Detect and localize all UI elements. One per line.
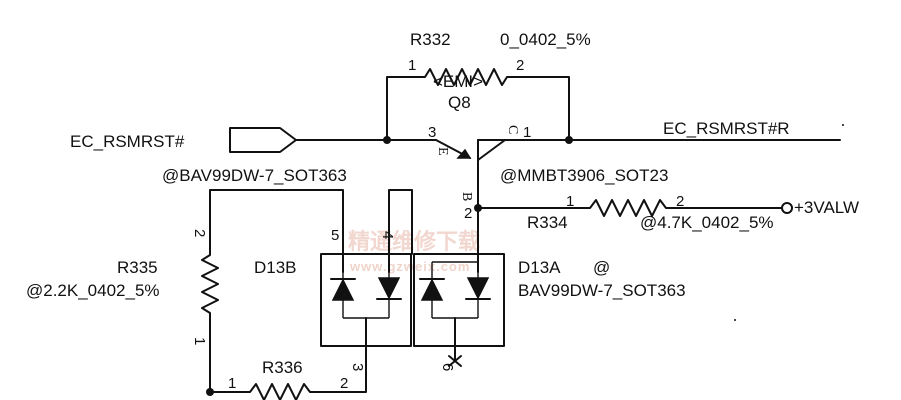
d13a-part: BAV99DW-7_SOT363 <box>518 281 686 300</box>
q8-pin1: 1 <box>523 124 531 141</box>
d13a-package <box>413 253 505 347</box>
d13b-part: @BAV99DW-7_SOT363 <box>162 166 347 185</box>
r332-pin2: 2 <box>516 57 524 74</box>
r334-pin2: 2 <box>676 193 684 210</box>
r335-value: @2.2K_0402_5% <box>26 281 160 300</box>
r332-emi-note: <EMI> <box>433 72 483 91</box>
net-label-ec-rsmrst: EC_RSMRST# <box>70 132 185 151</box>
q8-pin2: 2 <box>464 205 472 222</box>
d13a-pin6: 6 <box>439 363 456 371</box>
d13b-ref: D13B <box>254 258 297 277</box>
q8-emitter-arrow <box>456 148 472 159</box>
r334-pin1: 1 <box>566 193 574 210</box>
r335-pin1: 1 <box>191 337 208 345</box>
r334-value: @4.7K_0402_5% <box>640 213 774 232</box>
r336-ref: R336 <box>262 358 303 377</box>
r336-pin2: 2 <box>340 375 348 392</box>
junction-right <box>565 136 573 144</box>
q8-collector-lead <box>477 139 506 161</box>
r332-pin1: 1 <box>408 57 416 74</box>
q8-pin-c: C <box>505 125 520 134</box>
d13b-diode-right <box>377 277 401 300</box>
watermark-url: www.gzweix.com <box>349 259 470 274</box>
d13b-pin4: 4 <box>379 231 396 239</box>
net-label-ec-rsmrst-r: EC_RSMRST#R <box>663 119 790 138</box>
d13a-diode-right <box>466 277 490 300</box>
r332-value: 0_0402_5% <box>500 30 591 49</box>
wire-pin4-loop <box>388 189 413 255</box>
d13b-pin3: 3 <box>349 363 366 371</box>
q8-part: @MMBT3906_SOT23 <box>500 166 668 185</box>
r332-resistor <box>386 68 570 141</box>
r335-pin2: 2 <box>191 229 208 237</box>
r334-resistor <box>477 199 783 217</box>
d13b-pin5: 5 <box>331 227 339 244</box>
offpage-connector <box>229 127 297 153</box>
q8-pin3: 3 <box>428 124 436 141</box>
power-terminal <box>781 202 793 214</box>
r334-ref: R334 <box>527 213 568 232</box>
d13a-diode-left <box>420 278 444 301</box>
r335-ref: R335 <box>117 258 158 277</box>
d13a-ref: D13A <box>518 258 561 277</box>
r336-resistor <box>209 351 367 400</box>
r336-pin1: 1 <box>228 375 236 392</box>
power-net-label: +3VALW <box>794 198 859 217</box>
q8-pin-b: B <box>459 192 474 201</box>
r335-resistor <box>201 189 344 393</box>
d13b-diode-left <box>331 278 355 301</box>
d13a-at: @ <box>593 258 610 277</box>
q8-ref: Q8 <box>448 93 471 112</box>
r332-ref: R332 <box>410 30 451 49</box>
q8-pin-e: E <box>435 147 450 156</box>
watermark-chinese: 精通维修下载 <box>348 229 480 255</box>
